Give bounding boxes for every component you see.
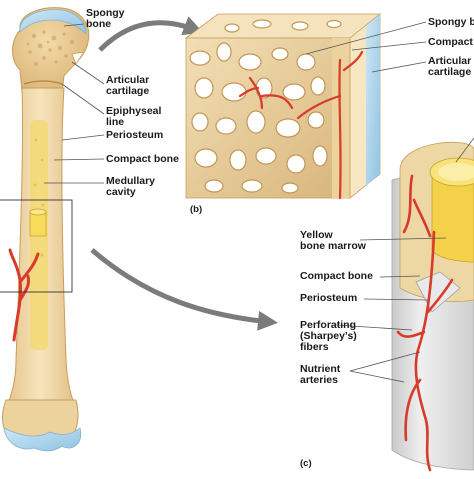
arrow-to-c bbox=[90, 248, 278, 331]
spongy-texture-a bbox=[26, 30, 74, 66]
label-spongy-bone-b: Spongy b bbox=[428, 16, 474, 28]
label-compact-b: Compact bbox=[428, 36, 473, 48]
head-notch bbox=[71, 51, 85, 65]
detail-box-c bbox=[0, 199, 73, 293]
arrow-to-b bbox=[98, 16, 204, 52]
caption-c: (c) bbox=[300, 458, 312, 469]
vessels-b bbox=[238, 50, 364, 200]
block-cartilage bbox=[366, 14, 380, 186]
leaders-b bbox=[305, 21, 427, 73]
label-periosteum-a: Periosteum bbox=[106, 129, 164, 141]
label-compact-bone-c: Compact bone bbox=[300, 270, 373, 282]
cylinder-section: (c) bbox=[300, 141, 474, 472]
leaders-a bbox=[44, 23, 105, 184]
label-compact-bone-a: Compact bone bbox=[106, 153, 179, 165]
epiphyseal-line-mark bbox=[23, 80, 63, 85]
trabecular-holes bbox=[189, 19, 342, 194]
block-top bbox=[184, 13, 382, 39]
articular-cartilage-distal bbox=[3, 427, 82, 452]
nutrient-artery-c bbox=[396, 174, 454, 472]
marrow-cut bbox=[29, 211, 47, 237]
articular-cartilage-a bbox=[19, 9, 87, 35]
long-bone bbox=[0, 7, 90, 452]
label-periosteum-c: Periosteum bbox=[300, 292, 358, 304]
leaders-c bbox=[335, 137, 474, 383]
spongy-block: (b) bbox=[184, 13, 382, 215]
label-perforating-fibers: Perforating(Sharpey’s)fibers bbox=[300, 319, 357, 353]
block-front bbox=[185, 37, 351, 199]
nutrient-artery-a bbox=[8, 248, 40, 342]
caption-b: (b) bbox=[190, 204, 202, 215]
